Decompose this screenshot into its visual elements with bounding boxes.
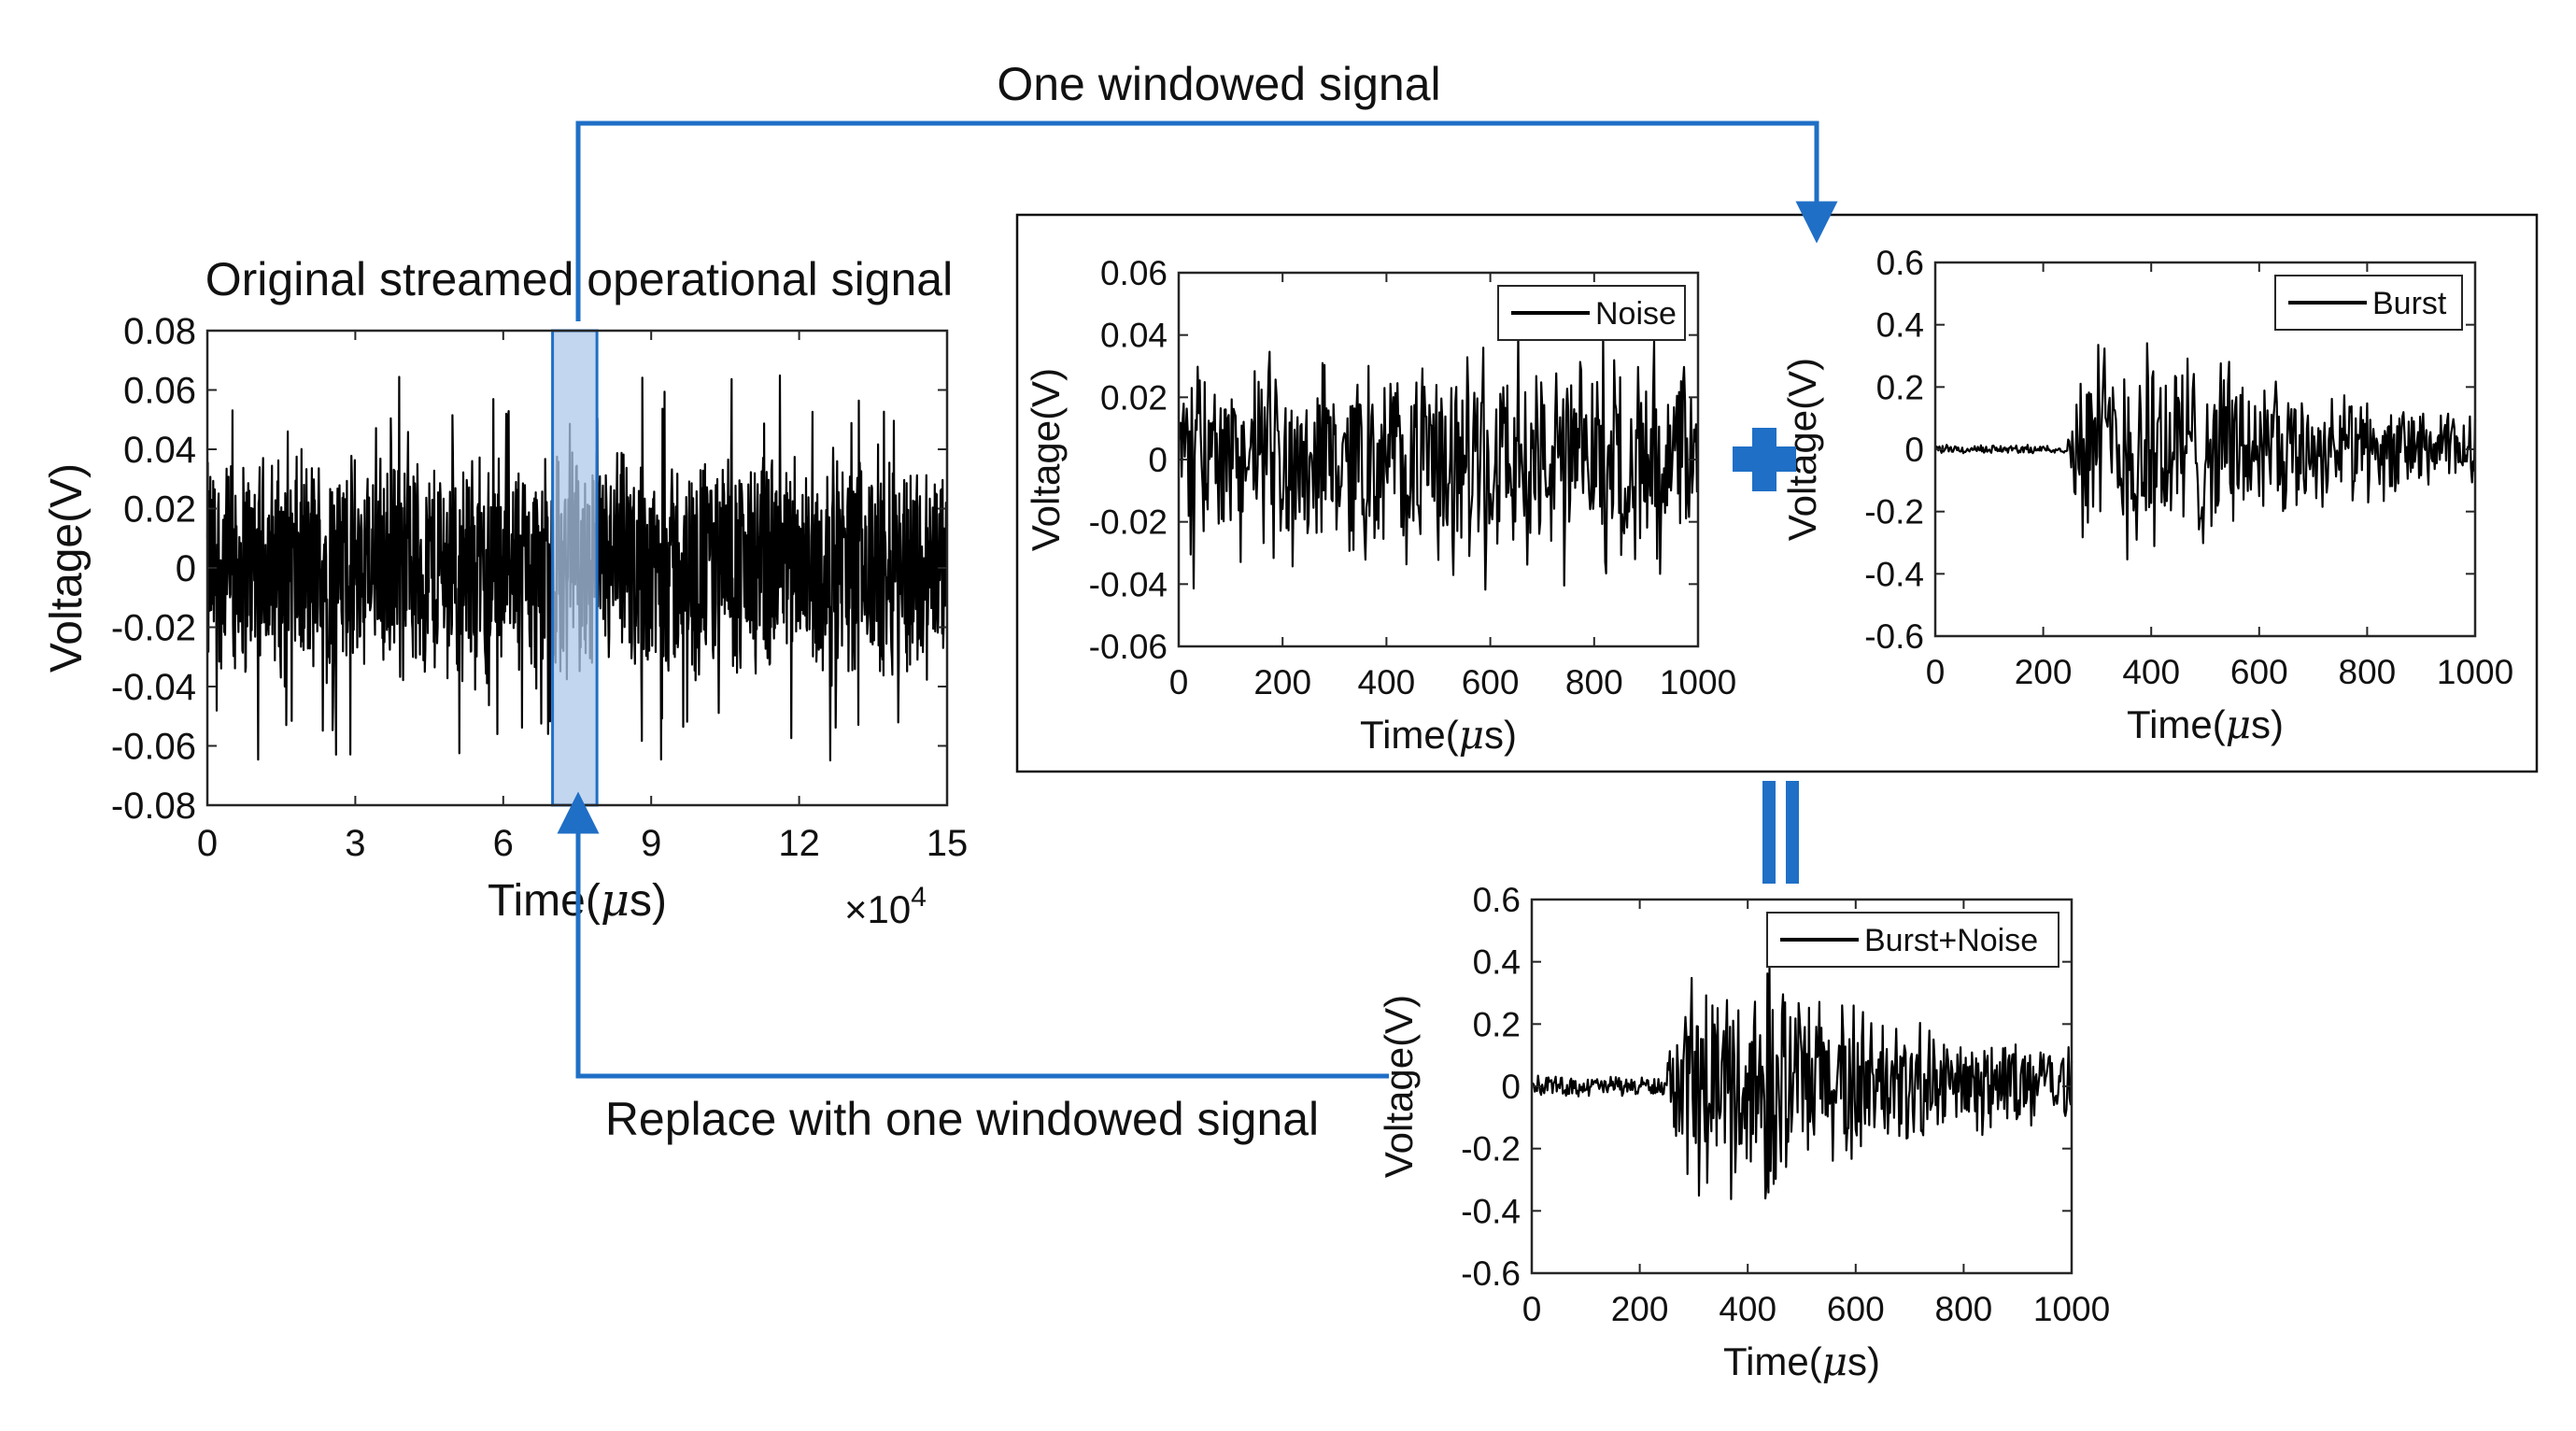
plus-icon	[1733, 428, 1796, 491]
y-tick-label: 0.4	[1473, 943, 1521, 982]
y-tick-label: 0	[176, 548, 196, 589]
y-tick-label: 0.04	[1100, 317, 1168, 355]
x-tick-label: 600	[1827, 1290, 1885, 1328]
top-arrow-label: One windowed signal	[997, 58, 1440, 110]
y-tick-label: -0.04	[111, 667, 196, 708]
x-tick-label: 600	[2230, 653, 2288, 691]
y-tick-label: 0	[1501, 1068, 1521, 1106]
y-tick-label: -0.02	[111, 608, 196, 649]
x-tick-label: 200	[1611, 1290, 1669, 1328]
replace-label: Replace with one windowed signal	[605, 1093, 1319, 1145]
y-tick-label: -0.06	[1089, 628, 1168, 666]
legend-label: Burst+Noise	[1864, 923, 2038, 958]
x-tick-label: 0	[1169, 663, 1189, 701]
legend-label: Noise	[1595, 296, 1677, 332]
x-tick-label: 0	[1926, 653, 1946, 691]
y-tick-label: -0.08	[111, 786, 196, 827]
y-tick-label: 0.06	[1100, 254, 1168, 292]
x-tick-label: 400	[1358, 663, 1416, 701]
y-tick-label: -0.04	[1089, 565, 1168, 603]
burst-noise-plot: 0 200 400 600 800 1000 0.6 0.4 0.2 0 -0.2 -0.4 -0.6T…	[1377, 881, 2110, 1384]
y-tick-label: 0	[1148, 441, 1168, 479]
y-tick-label: 0.2	[1876, 368, 1924, 406]
y-tick-label: 0.06	[123, 371, 196, 412]
signal-trace	[1933, 342, 2477, 561]
legend-box	[1766, 912, 2059, 968]
x-tick-label: 3	[345, 823, 365, 864]
y-tick-label: 0.08	[123, 311, 196, 352]
window-to-components-arrow	[575, 120, 1838, 321]
x-tick-label: 0	[1522, 1290, 1542, 1328]
x-multiplier: ×104	[844, 882, 927, 931]
x-tick-label: 12	[778, 823, 820, 864]
y-tick-label: -0.06	[111, 727, 196, 768]
x-tick-label: 200	[1253, 663, 1311, 701]
component-frame	[1015, 213, 2539, 773]
y-axis-label: Voltage(V)	[42, 463, 92, 673]
x-axis-label: Time(μs)	[2127, 701, 2284, 747]
signal-trace	[1530, 967, 2074, 1200]
x-tick-label: 1000	[1660, 663, 1736, 701]
selected-window	[551, 329, 599, 807]
x-tick-label: 400	[2122, 653, 2180, 691]
x-tick-label: 800	[1565, 663, 1623, 701]
x-tick-label: 200	[2015, 653, 2073, 691]
y-tick-label: -0.4	[1864, 555, 1924, 593]
y-axis-label: Voltage(V)	[1024, 368, 1068, 551]
x-tick-label: 600	[1462, 663, 1520, 701]
x-axis-label: Time(μs)	[1360, 712, 1517, 758]
y-tick-label: -0.2	[1864, 493, 1924, 531]
y-tick-label: 0	[1904, 431, 1924, 469]
y-tick-label: 0.02	[123, 489, 196, 531]
x-tick-label: 15	[927, 823, 969, 864]
y-axis-label: Voltage(V)	[1377, 995, 1421, 1178]
x-tick-label: 800	[1935, 1290, 1993, 1328]
x-axis-label: Time(μs)	[488, 874, 667, 927]
y-tick-label: -0.6	[1461, 1254, 1521, 1293]
burst-plot: 0 200 400 600 800 1000 0.6 0.4 0.2 0 -0.2 -0.4 -0.6T…	[1780, 244, 2513, 747]
y-tick-label: 0.6	[1473, 881, 1521, 919]
x-tick-label: 1000	[2033, 1290, 2110, 1328]
y-tick-label: 0.04	[123, 430, 196, 471]
replace-arrow	[557, 791, 1389, 1079]
x-tick-label: 0	[197, 823, 218, 864]
y-tick-label: 0.2	[1473, 1005, 1521, 1043]
x-axis-label: Time(μs)	[1723, 1339, 1880, 1384]
y-tick-label: -0.02	[1089, 503, 1168, 542]
original-signal-plot: 0 3 6 9 12 15 0.08 0.06 0.04 0.02 0 -0.02 -0.04 -0.06…	[42, 311, 968, 931]
x-tick-label: 800	[2339, 653, 2397, 691]
y-tick-label: 0.4	[1876, 306, 1924, 345]
y-tick-label: -0.2	[1461, 1130, 1521, 1169]
y-tick-label: -0.4	[1461, 1192, 1521, 1230]
legend-label: Burst	[2372, 286, 2447, 321]
original-plot-title: Original streamed operational signal	[205, 253, 953, 305]
equals-icon	[1762, 781, 1799, 884]
x-tick-label: 9	[641, 823, 661, 864]
y-tick-label: 0.6	[1876, 244, 1924, 282]
x-tick-label: 400	[1719, 1290, 1776, 1328]
y-tick-label: 0.02	[1100, 378, 1168, 417]
signal-trace	[1177, 333, 1700, 591]
x-tick-label: 1000	[2437, 653, 2513, 691]
x-tick-label: 6	[493, 823, 514, 864]
y-tick-label: -0.6	[1864, 617, 1924, 656]
noise-plot: 0 200 400 600 800 1000 0.06 0.04 0.02 0 -0.02 -0.04…	[1024, 254, 1736, 758]
